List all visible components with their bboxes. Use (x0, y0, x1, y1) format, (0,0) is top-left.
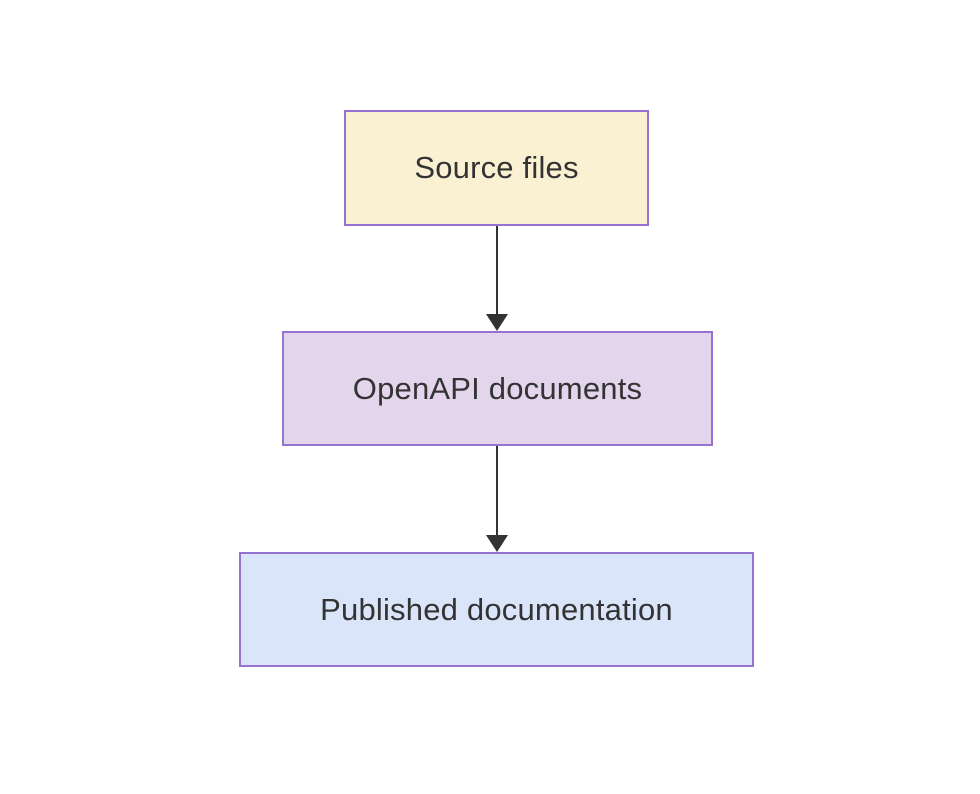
node-source-files: Source files (344, 110, 649, 226)
edge-source-to-openapi (486, 226, 508, 331)
arrowhead-down-icon (486, 314, 508, 331)
edge-openapi-to-published (486, 446, 508, 552)
node-published-documentation: Published documentation (239, 552, 754, 667)
node-openapi-documents: OpenAPI documents (282, 331, 713, 446)
arrowhead-down-icon (486, 535, 508, 552)
node-label: Published documentation (320, 591, 673, 627)
node-label: Source files (414, 150, 579, 185)
node-label: OpenAPI documents (352, 370, 643, 406)
